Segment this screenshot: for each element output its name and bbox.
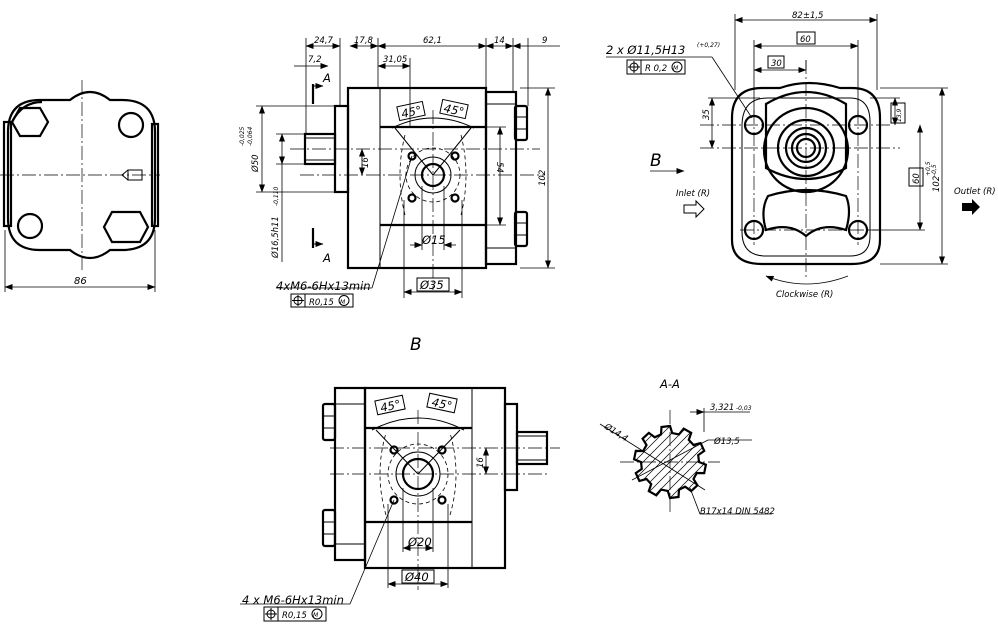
right-tol-102-upper: +0,5	[925, 161, 932, 176]
section-dia-13-5: Ø13,5	[713, 436, 740, 447]
front-dim-24-7: 24,7	[314, 36, 334, 46]
front-dim-14: 14	[494, 36, 505, 46]
right-view-arrow-label: B	[650, 151, 662, 171]
bottom-dim-16: 16	[476, 457, 486, 468]
front-dim-31-05: 31,05	[383, 55, 407, 65]
rotation-label: Clockwise (R)	[776, 290, 833, 300]
inlet-label: Inlet (R)	[676, 189, 710, 199]
outlet-arrow-icon	[962, 199, 980, 215]
front-angle-2: 45°	[443, 101, 466, 119]
view-b-title: B	[410, 335, 422, 355]
front-angle-1: 45°	[400, 103, 423, 121]
front-thread-note: 4xM6-6Hx13min	[276, 279, 371, 293]
front-view: A A 45° 45° 24,7 17,8 6	[239, 36, 560, 308]
front-dim-54: 54	[494, 162, 504, 173]
front-dim-9: 9	[542, 36, 547, 46]
right-dim-13-9: 13,9	[896, 108, 903, 122]
right-hole-tol: (+0,27)	[697, 42, 720, 49]
right-tol-102-lower: -0,5	[931, 164, 938, 176]
bottom-dia-20: Ø20	[407, 535, 432, 549]
front-dim-7-2: 7,2	[308, 55, 322, 65]
bottom-tol-mod: M	[313, 612, 319, 619]
left-view: 86	[0, 80, 160, 292]
front-dim-16: 16	[361, 157, 371, 168]
front-dia-15: Ø15	[421, 233, 446, 247]
front-tol-frame: R0,15	[309, 298, 334, 308]
section-dia-14-4: Ø14,4	[602, 421, 630, 444]
section-dim-3-321: 3,321	[710, 403, 734, 413]
right-dim-30: 30	[771, 59, 782, 69]
front-tol-50-lower: -0,064	[247, 126, 254, 146]
bottom-angle-1: 45°	[379, 397, 402, 415]
bottom-tol-frame: R0,15	[282, 611, 307, 621]
hatch-line	[710, 412, 810, 512]
front-dim-102: 102	[538, 170, 548, 186]
front-dim-62-1: 62,1	[423, 36, 442, 46]
section-mark-top: A	[322, 71, 331, 85]
right-pos-frame: R 0,2	[645, 64, 667, 74]
hatch-line	[655, 426, 706, 498]
front-dia-16-5: Ø16,5h11	[270, 216, 281, 259]
front-dim-17-8: 17,8	[354, 36, 374, 46]
spline-profile	[632, 424, 708, 500]
right-hole-note: 2 x Ø11,5H13	[606, 43, 685, 57]
section-mark-bottom: A	[322, 251, 331, 265]
dim-left-width: 86	[74, 276, 87, 287]
right-dim-60-side: 60	[912, 173, 922, 184]
right-dim-102: 102	[932, 176, 942, 192]
bottom-thread-note: 4 x M6-6Hx13min	[242, 593, 344, 607]
front-dia-35: Ø35	[419, 278, 444, 292]
section-spline-note: B17x14 DIN 5482	[700, 507, 775, 517]
front-tol-50-upper: -0,025	[239, 126, 246, 146]
right-dim-35: 35	[702, 109, 712, 120]
right-pos-mod: M	[673, 65, 679, 72]
section-tol-3-321: -0,03	[736, 405, 752, 412]
section-a-a: A-A 3,321 -0,03 Ø14,4 Ø13,5 B17x14 DIN 5…	[599, 377, 810, 517]
section-title: A-A	[659, 377, 680, 391]
front-dia-50: Ø50	[250, 154, 261, 173]
hatch-line	[634, 426, 685, 498]
front-tol-mod: M	[340, 299, 346, 306]
right-dim-60-top: 60	[800, 35, 811, 45]
hatch-line	[691, 426, 706, 498]
bottom-angle-2: 45°	[431, 395, 454, 413]
right-dim-82: 82±1,5	[792, 11, 823, 21]
bottom-view: B 45° 45°	[240, 335, 560, 622]
right-view: 82±1,5 60 30 2 x Ø11,5H13 (+0,27) R 0,2 …	[606, 11, 996, 300]
front-tol-16-5: -0,110	[273, 186, 280, 206]
inlet-arrow-icon	[683, 199, 705, 219]
bottom-dia-40: Ø40	[404, 570, 429, 584]
outlet-label: Outlet (R)	[954, 187, 996, 197]
